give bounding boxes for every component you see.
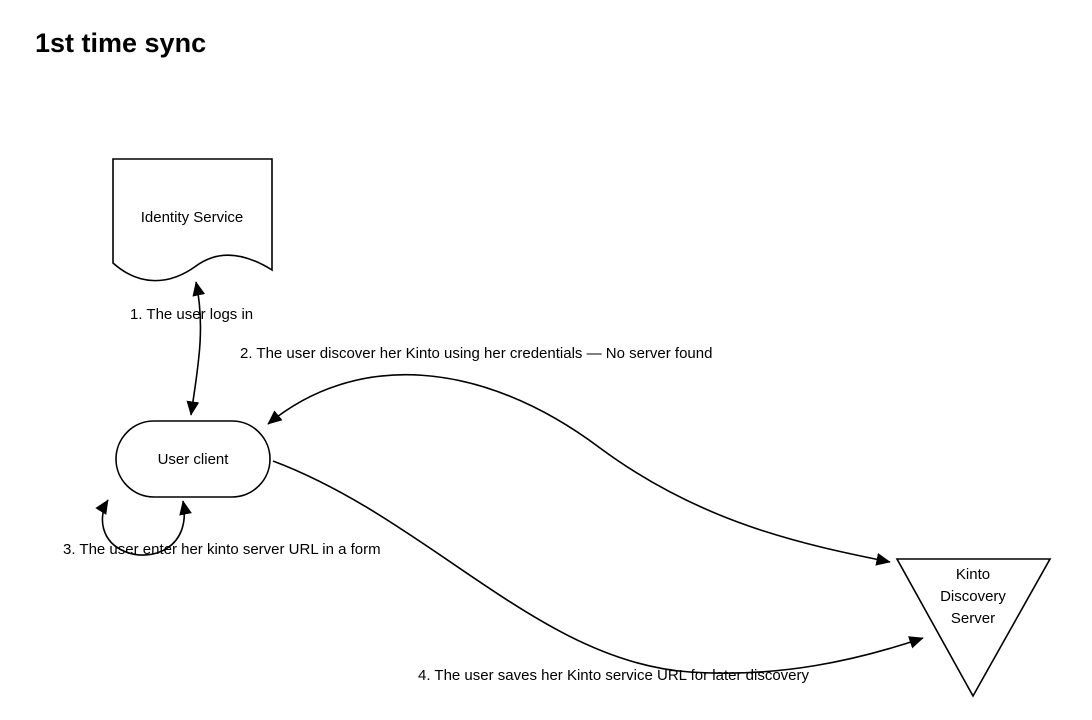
edge-step3-label: 3. The user enter her kinto server URL i… [63,541,381,558]
edge-step3-enter-url [95,499,192,556]
edge-step4-label: 4. The user saves her Kinto service URL … [418,667,809,684]
diagram-title: 1st time sync [35,28,207,58]
kinto-discovery-label-line2: Discovery [940,588,1006,605]
user-client-node [115,420,271,498]
edge-step1-label: 1. The user logs in [130,306,253,323]
kinto-discovery-label-line1: Kinto [956,566,990,583]
identity-service-node [112,158,273,282]
edge-step2-label: 2. The user discover her Kinto using her… [240,345,712,362]
edge-step1-login [186,281,206,416]
identity-service-label: Identity Service [141,209,244,226]
user-client-label: User client [158,451,230,468]
kinto-discovery-node [895,558,1052,698]
kinto-discovery-label-line3: Server [951,610,995,627]
edge-step2-discover [267,373,891,566]
edge-step4-save-url [272,460,924,674]
